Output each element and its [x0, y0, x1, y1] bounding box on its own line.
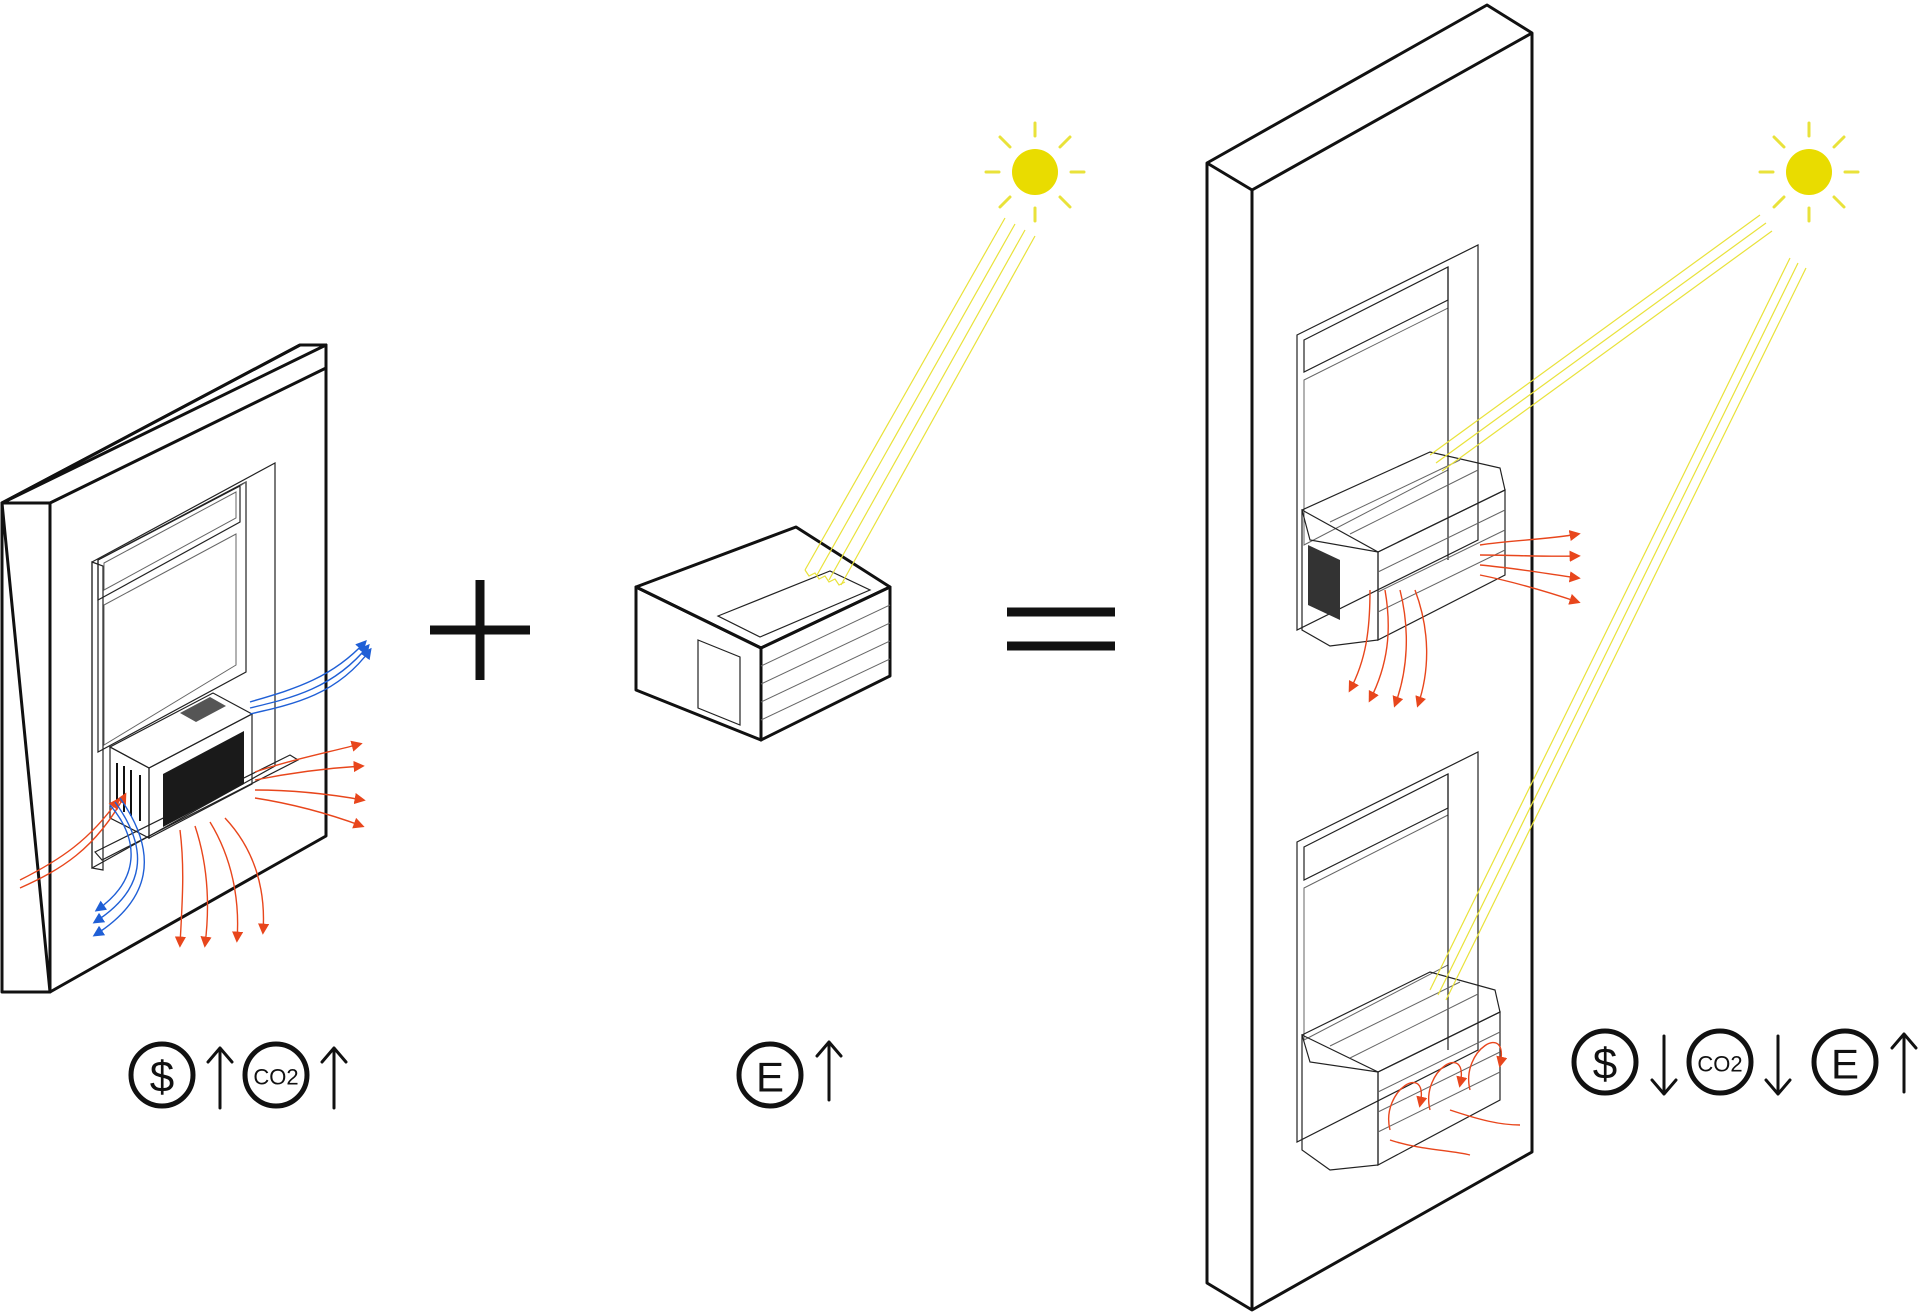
right-window-lower — [1296, 751, 1479, 1143]
up-arrow-icon — [815, 1040, 843, 1102]
solar-box-icon — [634, 525, 892, 742]
co2-symbol: CO2 — [1697, 1052, 1742, 1077]
right-cost-indicator: $ — [1571, 1028, 1678, 1096]
down-arrow-icon — [1764, 1034, 1792, 1096]
up-arrow-icon — [206, 1046, 234, 1110]
hot-air-arrows-left — [19, 740, 366, 948]
cold-air-arrows-left — [92, 639, 372, 937]
right-window-upper — [1296, 244, 1479, 631]
right-unit-lower — [1301, 971, 1501, 1171]
up-arrow-icon — [1890, 1032, 1918, 1094]
sun-icon — [1758, 121, 1860, 223]
sun-rays-middle — [804, 217, 1036, 586]
right-unit-upper — [1301, 451, 1506, 647]
right-emissions-indicator: CO2 — [1686, 1028, 1792, 1096]
plus-operator — [430, 580, 530, 680]
hot-air-loops-right-lower — [1388, 1041, 1521, 1156]
dollar-symbol: $ — [1593, 1040, 1617, 1089]
down-arrow-icon — [1650, 1034, 1678, 1096]
dollar-symbol: $ — [150, 1053, 174, 1102]
energy-symbol: E — [1831, 1041, 1859, 1088]
up-arrow-icon — [320, 1046, 348, 1110]
air-conditioner-icon — [108, 692, 254, 839]
right-wall — [1205, 3, 1534, 1312]
left-emissions-indicator: CO2 — [242, 1041, 348, 1110]
left-wall — [0, 343, 328, 994]
middle-energy-indicator: E — [736, 1040, 843, 1109]
sun-icon — [984, 121, 1086, 223]
energy-symbol: E — [756, 1054, 784, 1101]
sun-rays-right — [1429, 214, 1807, 1001]
equals-operator — [1007, 607, 1115, 651]
hot-air-arrows-right-upper — [1348, 529, 1581, 708]
left-wall-assembly — [0, 343, 372, 994]
left-cost-indicator: $ — [128, 1041, 234, 1110]
co2-symbol: CO2 — [253, 1065, 298, 1090]
left-window — [97, 481, 247, 754]
right-energy-indicator: E — [1811, 1028, 1918, 1096]
